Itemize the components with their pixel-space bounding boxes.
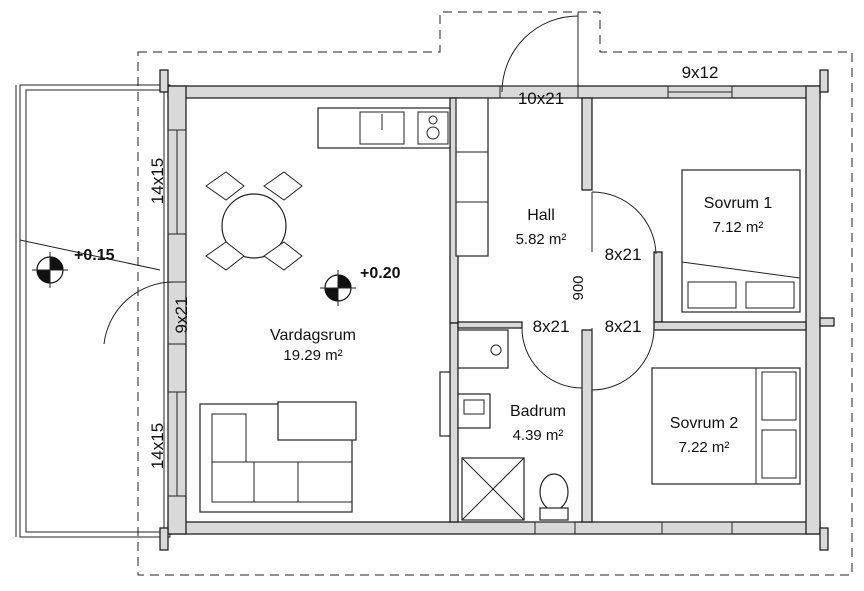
bedroom1-name: Sovrum 1 — [704, 195, 773, 212]
terrace-door — [103, 281, 187, 345]
bedroom1-door-dimension: 8x21 — [605, 245, 642, 264]
bedroom1-window-dimension: 9x12 — [682, 63, 719, 82]
dining-table — [205, 171, 303, 271]
coffee-table — [277, 401, 357, 441]
bedroom2-door-dimension: 8x21 — [605, 317, 642, 336]
bathroom-name: Badrum — [510, 403, 566, 420]
terrace-level-marker — [32, 252, 68, 288]
terrace-door-dimension: 9x21 — [172, 297, 191, 334]
terrace — [15, 84, 171, 538]
terrace-level-label: +0.15 — [74, 247, 115, 264]
windows — [167, 85, 733, 535]
roof-overhang-outline — [137, 11, 853, 576]
hall-width-dimension: 900 — [570, 275, 587, 300]
hall-name: Hall — [527, 207, 555, 224]
bedroom2-bed — [651, 367, 801, 485]
bathroom-area: 4.39 m² — [513, 427, 564, 444]
interior-level-marker — [320, 270, 356, 306]
living-window-bottom-dimension: 14x15 — [148, 423, 167, 469]
bedroom2-door — [591, 327, 655, 391]
interior-level-label: +0.20 — [360, 265, 401, 282]
living-room-area: 19.29 m² — [283, 347, 342, 364]
interior-walls — [449, 97, 807, 523]
bathroom-door — [521, 327, 583, 390]
bathroom-fixtures — [439, 329, 569, 521]
bedroom2-name: Sovrum 2 — [670, 415, 739, 432]
bedroom1-door — [591, 191, 657, 255]
hall-area: 5.82 m² — [516, 231, 567, 248]
living-window-top-dimension: 14x15 — [148, 158, 167, 204]
kitchen-counter — [317, 97, 489, 257]
bedroom1-bed — [681, 169, 801, 313]
living-room-name: Vardagsrum — [270, 327, 356, 344]
entry-door-dimension: 10x21 — [518, 89, 564, 108]
bedroom2-area: 7.22 m² — [679, 439, 730, 456]
bathroom-door-dimension: 8x21 — [533, 317, 570, 336]
bedroom1-area: 7.12 m² — [713, 219, 764, 236]
entry-door — [499, 12, 579, 99]
